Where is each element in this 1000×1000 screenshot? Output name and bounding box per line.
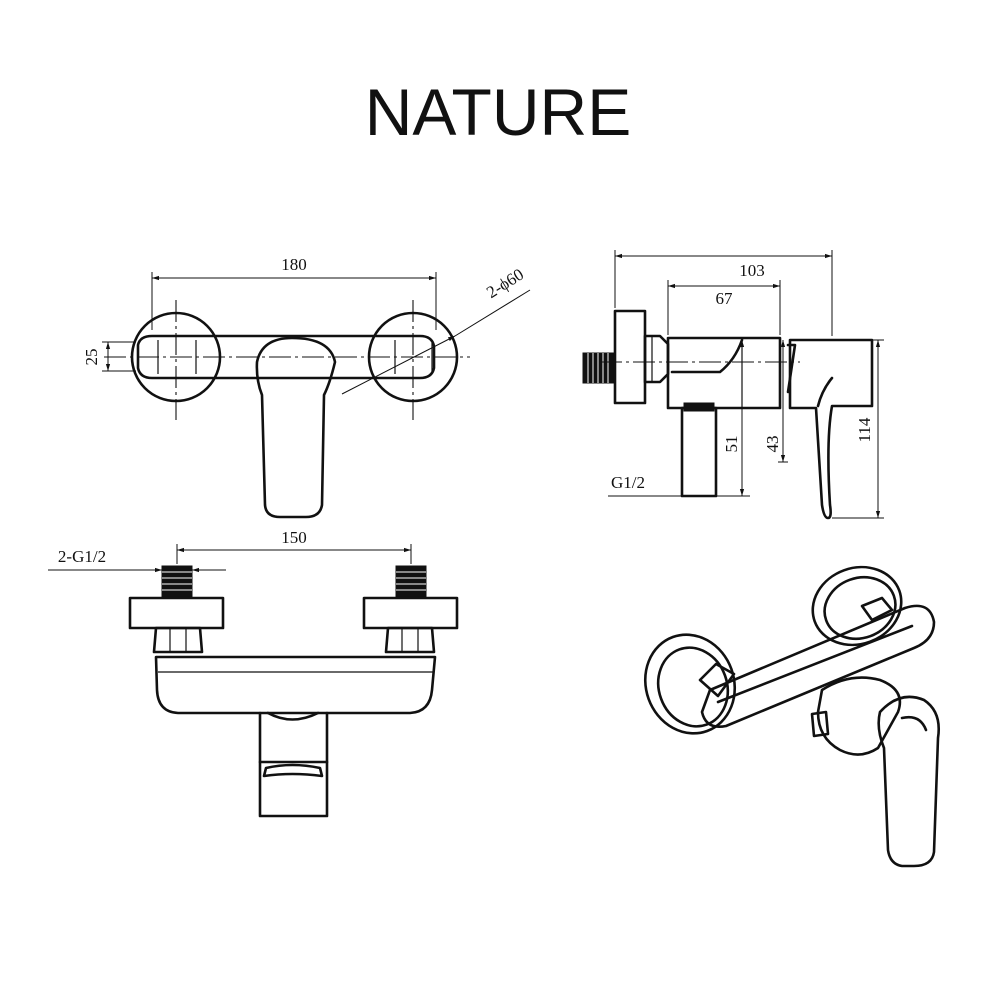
dim-51-label: 51 bbox=[722, 436, 741, 453]
side-nut bbox=[643, 334, 670, 384]
front-handle-shaft bbox=[258, 711, 329, 818]
dim-114-label: 114 bbox=[855, 417, 874, 442]
dim-43-label: 43 bbox=[763, 436, 782, 453]
front-right-inlet-thread bbox=[395, 565, 427, 599]
dim-150-label: 150 bbox=[281, 528, 307, 547]
side-body bbox=[666, 336, 782, 410]
dim-67-label: 67 bbox=[716, 289, 734, 308]
front-view: 150 2-G1/2 bbox=[48, 528, 459, 818]
side-outlet bbox=[680, 406, 718, 498]
side-outlet-cap bbox=[683, 402, 715, 412]
top-handle bbox=[255, 336, 337, 519]
side-flange-plate bbox=[613, 309, 647, 405]
side-handle-body bbox=[788, 338, 874, 520]
front-right-nut bbox=[384, 626, 436, 654]
dim-flange-diameter-label: 2-ϕ60 bbox=[483, 265, 527, 302]
front-left-flange bbox=[128, 596, 225, 630]
front-right-flange bbox=[362, 596, 459, 630]
dim-outlet-thread-label: G1/2 bbox=[611, 473, 645, 492]
front-left-inlet-thread bbox=[161, 565, 193, 599]
iso-body-bar bbox=[700, 604, 936, 728]
dim-180-label: 180 bbox=[281, 255, 307, 274]
drawing-title: NATURE bbox=[365, 75, 631, 149]
isometric-view bbox=[643, 565, 940, 868]
iso-left-flange bbox=[643, 633, 737, 735]
top-body-bar bbox=[136, 334, 436, 380]
side-view: 103 67 51 43 114 G1/2 bbox=[582, 250, 884, 520]
iso-handle-lever bbox=[877, 695, 940, 868]
iso-handle-base bbox=[816, 676, 902, 756]
top-view: 180 25 2-ϕ60 bbox=[82, 255, 531, 519]
dim-103-label: 103 bbox=[739, 261, 765, 280]
front-left-nut bbox=[152, 626, 204, 654]
dim-inlet-thread-label: 2-G1/2 bbox=[58, 547, 106, 566]
front-body bbox=[154, 655, 437, 715]
dim-25-label: 25 bbox=[82, 349, 101, 366]
